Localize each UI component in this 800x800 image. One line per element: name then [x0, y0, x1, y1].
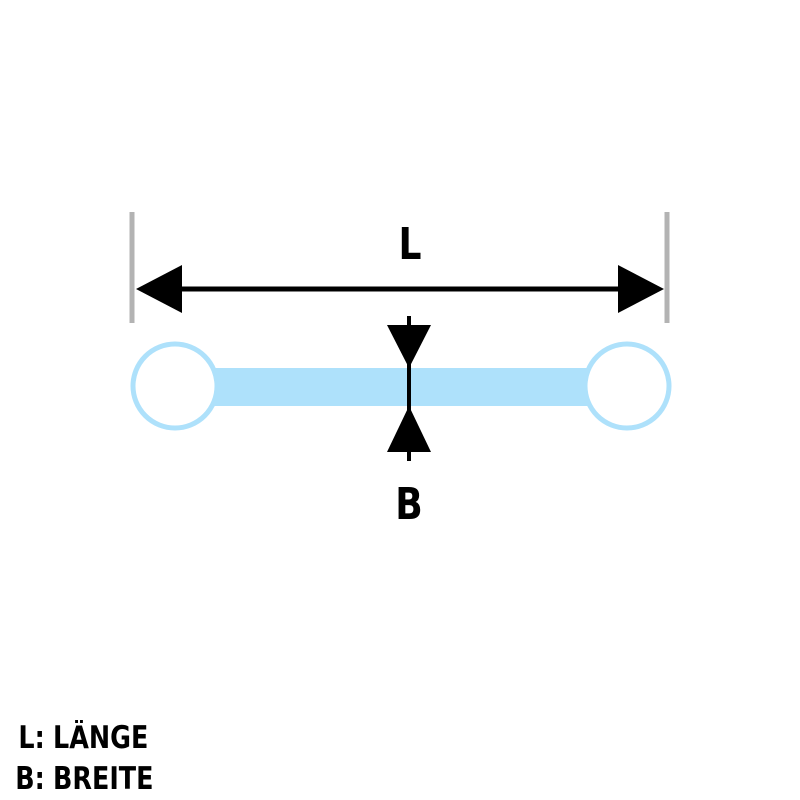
legend: L: LÄNGE B: BREITE — [12, 718, 153, 800]
width-arrow-top-head — [387, 325, 431, 368]
length-arrow-left-head — [136, 265, 182, 313]
barbell-piercing — [130, 341, 672, 431]
legend-label: BREITE — [53, 761, 154, 797]
legend-item-length: L: LÄNGE — [12, 718, 153, 759]
width-label: B — [395, 480, 422, 530]
length-arrow-right-head — [618, 265, 664, 313]
length-arrow — [136, 265, 664, 313]
legend-key: B: — [15, 761, 45, 797]
legend-key: L: — [18, 720, 45, 756]
left-ball — [130, 341, 220, 431]
legend-item-width: B: BREITE — [12, 759, 153, 800]
right-ball — [582, 341, 672, 431]
width-arrow-bottom-head — [387, 406, 431, 452]
legend-label: LÄNGE — [53, 720, 149, 756]
length-label: L — [399, 220, 422, 270]
width-arrow — [387, 316, 431, 461]
barbell-bar — [212, 368, 590, 406]
